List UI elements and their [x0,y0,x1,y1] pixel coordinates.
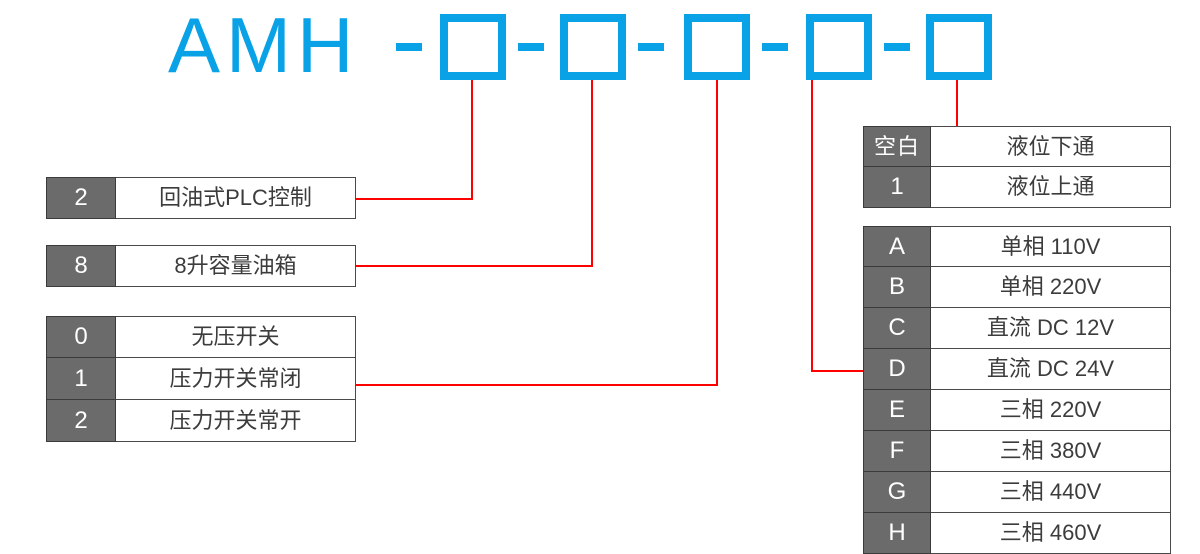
table-row[interactable]: 0 无压开关 [46,316,356,358]
table-row[interactable]: 8 8升容量油箱 [46,245,356,287]
row-code: 2 [46,400,116,442]
row-description: 压力开关常闭 [116,358,356,400]
row-description: 单相 220V [931,267,1171,308]
model-prefix-text: AMH [168,1,360,89]
row-code: H [863,513,931,554]
row-description: 回油式PLC控制 [116,177,356,219]
table-control-type: 2 回油式PLC控制 [46,177,356,219]
row-description: 液位上通 [931,167,1171,208]
row-description: 单相 110V [931,226,1171,267]
table-row[interactable]: A 单相 110V [863,226,1171,267]
connector-line-box5-vertical [956,80,958,126]
row-description: 三相 460V [931,513,1171,554]
separator-dash-4 [762,43,788,51]
row-code: F [863,431,931,472]
table-tank-capacity: 8 8升容量油箱 [46,245,356,287]
row-description: 直流 DC 12V [931,308,1171,349]
code-slot-box-5 [926,14,992,80]
connector-line-box2-vertical [591,80,593,266]
code-slot-box-3 [684,14,750,80]
separator-dash-5 [884,43,910,51]
table-row[interactable]: C 直流 DC 12V [863,308,1171,349]
table-row[interactable]: G 三相 440V [863,472,1171,513]
table-row[interactable]: 空白 液位下通 [863,126,1171,167]
connector-line-box4-vertical [811,80,813,371]
table-row[interactable]: 2 回油式PLC控制 [46,177,356,219]
row-code: 8 [46,245,116,287]
row-description: 三相 380V [931,431,1171,472]
row-description: 压力开关常开 [116,400,356,442]
connector-line-box3-horizontal [356,384,718,386]
separator-dash-1 [396,43,422,51]
row-description: 无压开关 [116,316,356,358]
table-row[interactable]: H 三相 460V [863,513,1171,554]
row-code: 2 [46,177,116,219]
separator-dash-3 [638,43,664,51]
row-code: 1 [863,167,931,208]
connector-line-box4-horizontal [811,370,864,372]
table-row[interactable]: E 三相 220V [863,390,1171,431]
row-code: G [863,472,931,513]
table-row[interactable]: F 三相 380V [863,431,1171,472]
table-row[interactable]: 2 压力开关常开 [46,400,356,442]
row-code: E [863,390,931,431]
table-row[interactable]: 1 液位上通 [863,167,1171,208]
table-liquid-level: 空白 液位下通 1 液位上通 [863,126,1171,208]
code-slot-box-2 [560,14,626,80]
table-row[interactable]: D 直流 DC 24V [863,349,1171,390]
row-code: 0 [46,316,116,358]
row-description: 三相 220V [931,390,1171,431]
table-row[interactable]: 1 压力开关常闭 [46,358,356,400]
row-description: 液位下通 [931,126,1171,167]
connector-line-box1-horizontal [356,198,473,200]
row-code: A [863,226,931,267]
row-code: C [863,308,931,349]
row-code: 1 [46,358,116,400]
connector-line-box3-vertical [716,80,718,385]
row-description: 三相 440V [931,472,1171,513]
connector-line-box1-vertical [471,80,473,199]
table-pressure-switch: 0 无压开关 1 压力开关常闭 2 压力开关常开 [46,316,356,442]
row-description: 直流 DC 24V [931,349,1171,390]
separator-dash-2 [518,43,544,51]
row-description: 8升容量油箱 [116,245,356,287]
table-voltage: A 单相 110V B 单相 220V C 直流 DC 12V D 直流 DC … [863,226,1171,554]
code-slot-box-4 [806,14,872,80]
model-code-header: AMH [0,0,1200,100]
row-code: B [863,267,931,308]
table-row[interactable]: B 单相 220V [863,267,1171,308]
row-code: D [863,349,931,390]
row-code: 空白 [863,126,931,167]
connector-line-box2-horizontal [356,265,593,267]
code-slot-box-1 [440,14,506,80]
